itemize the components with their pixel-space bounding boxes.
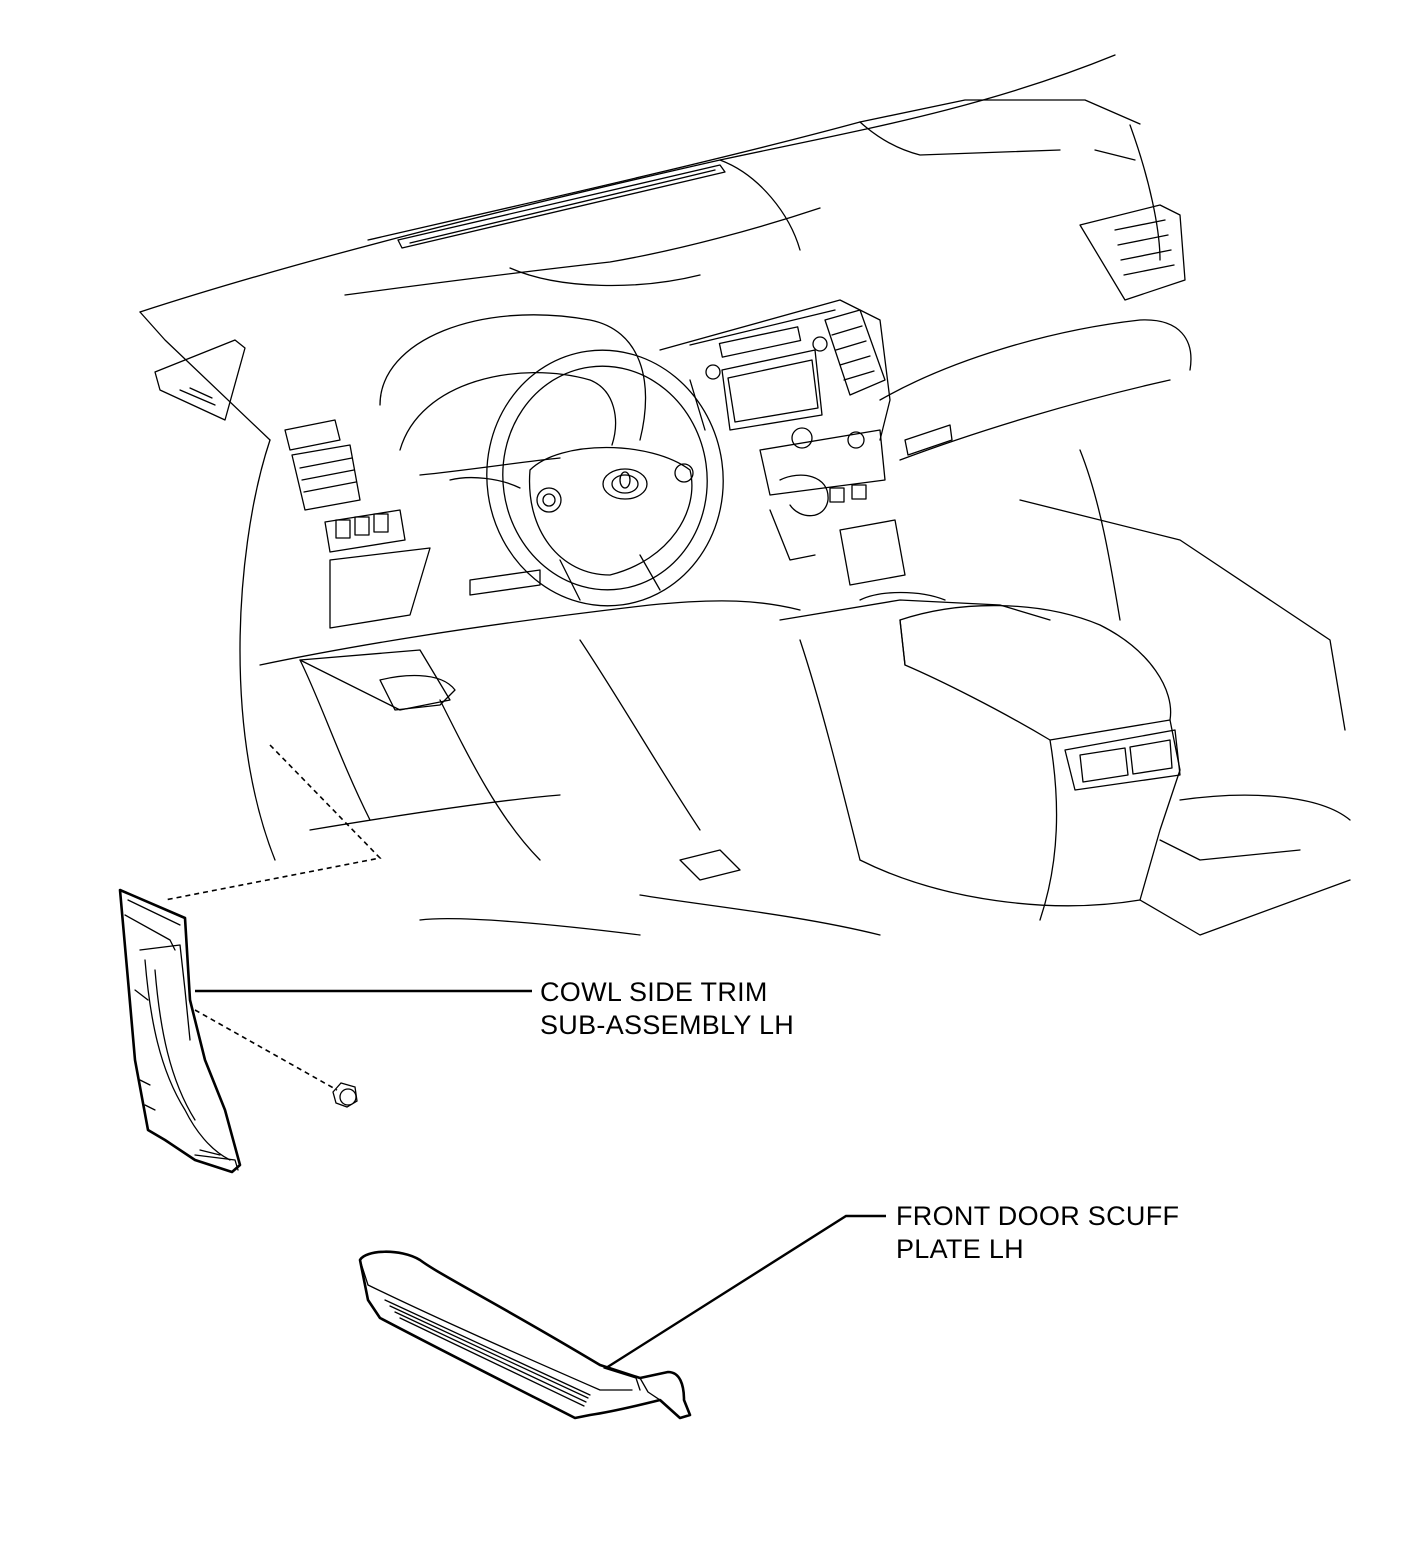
cowl-side-trim-label-line1: COWL SIDE TRIM <box>540 977 768 1007</box>
clip-part <box>332 1082 358 1108</box>
front-door-scuff-plate-label-line1: FRONT DOOR SCUFF <box>896 1201 1180 1231</box>
front-door-scuff-plate-label: FRONT DOOR SCUFF PLATE LH <box>896 1200 1179 1266</box>
installation-guide-lines <box>164 744 382 1091</box>
cowl-side-trim-label-line2: SUB-ASSEMBLY LH <box>540 1010 795 1040</box>
vehicle-interior-illustration <box>139 54 1351 936</box>
front-door-scuff-plate-label-line2: PLATE LH <box>896 1234 1024 1264</box>
cowl-side-trim-part <box>118 888 242 1174</box>
front-door-scuff-leader <box>605 1214 886 1370</box>
cowl-side-trim-label: COWL SIDE TRIM SUB-ASSEMBLY LH <box>540 976 794 1042</box>
callout-leader-lines <box>195 989 886 1370</box>
front-door-scuff-plate-part <box>358 1250 692 1420</box>
